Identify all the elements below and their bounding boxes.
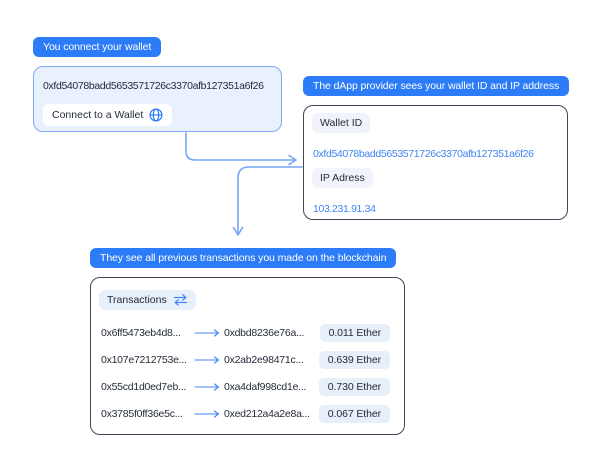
tx-to-hash: 0xed212a4a2e8a... (224, 408, 310, 421)
transaction-row: 0x6ff5473eb4d8... 0xdbd8236e76a... 0.011… (101, 323, 390, 342)
wallet-id-label: Wallet ID (312, 113, 371, 133)
transactions-panel: Transactions 0x6ff5473eb4d8... 0xdbd8236… (90, 277, 405, 435)
arrow-wallet-to-dapp-head (288, 154, 297, 166)
arrow-dapp-to-transactions-head (232, 226, 244, 236)
step2-badge: The dApp provider sees your wallet ID an… (303, 76, 570, 96)
ip-address-label: IP Adress (312, 168, 373, 188)
tx-to-hash: 0xdbd8236e76a... (224, 326, 305, 339)
step3-badge: They see all previous transactions you m… (90, 248, 397, 268)
tx-amount-badge: 0.011 Ether (319, 323, 390, 342)
wallet-address-text: 0xfd54078badd5653571726c3370afb127351a6f… (43, 80, 264, 92)
connect-wallet-label: Connect to a Wallet (52, 109, 144, 121)
arrow-wallet-to-dapp (185, 132, 295, 161)
tx-amount-badge: 0.067 Ether (318, 405, 390, 424)
tx-amount-badge: 0.730 Ether (318, 378, 390, 397)
arrow-right-icon (194, 410, 220, 418)
tx-from-hash: 0x107e7212753e... (101, 353, 187, 366)
swap-icon[interactable] (173, 294, 188, 306)
tx-to-hash: 0xa4daf998cd1e... (224, 381, 307, 394)
arrow-dapp-to-transactions (237, 166, 303, 234)
transaction-row: 0x55cd1d0ed7eb... 0xa4daf998cd1e... 0.73… (101, 378, 390, 397)
transactions-list: 0x6ff5473eb4d8... 0xdbd8236e76a... 0.011… (101, 319, 390, 428)
transactions-label: Transactions (107, 294, 167, 306)
tx-from-hash: 0x3785f0ff36e5c... (101, 408, 183, 421)
transaction-row: 0x3785f0ff36e5c... 0xed212a4a2e8a... 0.0… (101, 405, 390, 424)
tx-amount-badge: 0.639 Ether (318, 350, 390, 369)
tx-from-hash: 0x6ff5473eb4d8... (101, 326, 181, 339)
transaction-row: 0x107e7212753e... 0x2ab2e98471c... 0.639… (101, 350, 390, 369)
step1-badge: You connect your wallet (33, 37, 162, 57)
wallet-panel: 0xfd54078badd5653571726c3370afb127351a6f… (33, 66, 282, 132)
connect-wallet-button[interactable]: Connect to a Wallet (43, 104, 173, 126)
dapp-info-panel: Wallet ID 0xfd54078badd5653571726c3370af… (303, 105, 568, 220)
arrow-right-icon (194, 356, 220, 364)
ip-address-value: 103.231.91.34 (313, 203, 376, 215)
wallet-id-value: 0xfd54078badd5653571726c3370afb127351a6f… (313, 148, 534, 160)
globe-icon (149, 108, 163, 122)
transactions-header: Transactions (99, 290, 196, 310)
arrow-right-icon (194, 329, 220, 337)
tx-to-hash: 0x2ab2e98471c... (224, 353, 304, 366)
tx-from-hash: 0x55cd1d0ed7eb... (101, 381, 187, 394)
arrow-right-icon (194, 383, 220, 391)
